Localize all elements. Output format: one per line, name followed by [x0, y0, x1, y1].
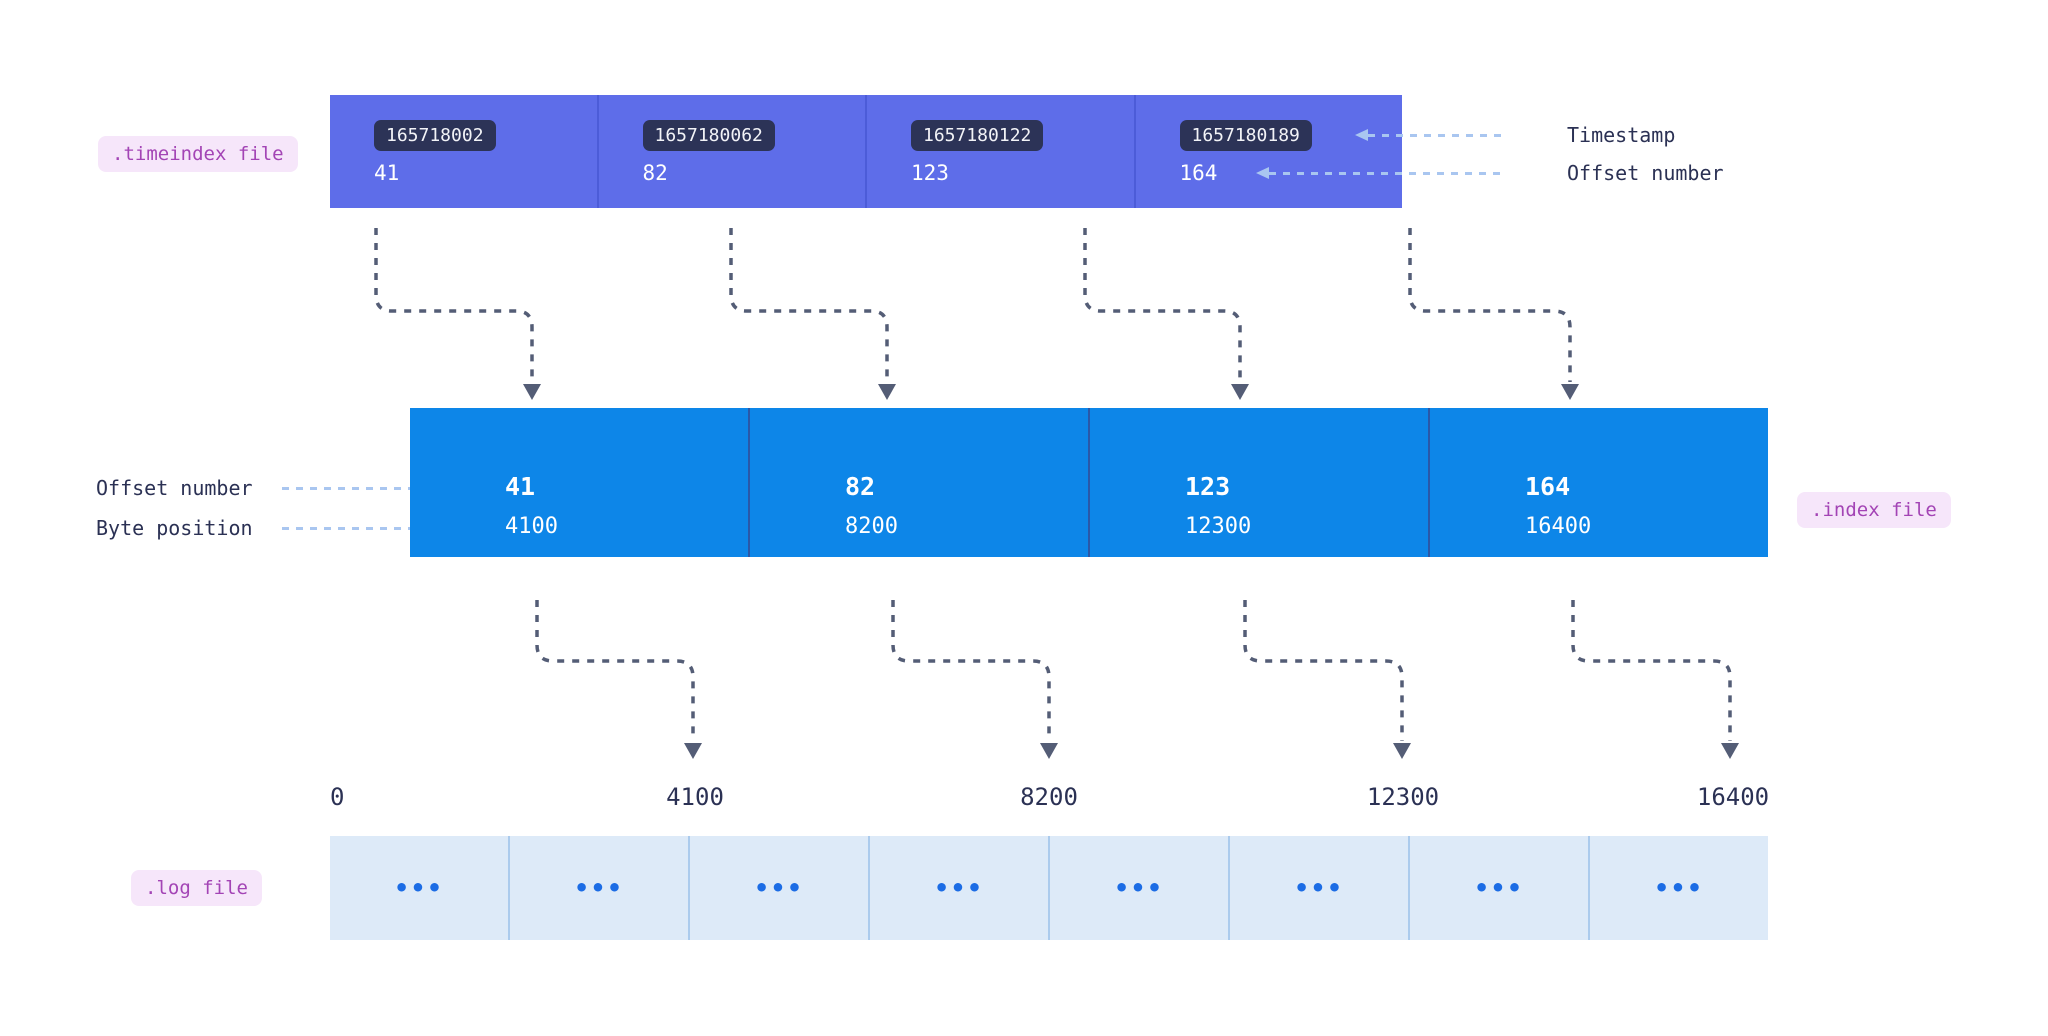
- timestamp-pointer-arrow: [1355, 129, 1507, 141]
- log-cell: •••: [1228, 836, 1408, 940]
- log-cell: •••: [1408, 836, 1588, 940]
- scale-label-16400: 16400: [1696, 783, 1770, 811]
- ellipsis-dots: •••: [1114, 874, 1164, 902]
- byte-position-label: Byte position: [96, 516, 253, 540]
- dashed-line: [1269, 171, 1507, 175]
- offset-number-left-label: Offset number: [96, 476, 253, 500]
- index-offset: 82: [845, 472, 876, 501]
- log-cell: •••: [330, 836, 508, 940]
- ellipsis-dots: •••: [574, 874, 624, 902]
- scale-label-8200: 8200: [1020, 783, 1078, 811]
- index-entry: 82 8200: [748, 408, 1088, 557]
- timeindex-entry: 1657180189 164: [1133, 95, 1403, 208]
- log-band: ••• ••• ••• ••• ••• ••• ••• •••: [330, 836, 1768, 940]
- arrow-left-icon: [1355, 129, 1368, 141]
- index-entry: 41 4100: [410, 408, 748, 557]
- log-cell: •••: [868, 836, 1048, 940]
- timeindex-file-label: .timeindex file: [98, 136, 298, 172]
- ellipsis-dots: •••: [394, 874, 444, 902]
- timeindex-entry: 165718002 41: [330, 95, 597, 208]
- timeindex-offset: 164: [1179, 161, 1218, 185]
- log-cell: •••: [1588, 836, 1768, 940]
- timeindex-offset: 123: [911, 161, 949, 185]
- ellipsis-dots: •••: [1474, 874, 1524, 902]
- ellipsis-dots: •••: [934, 874, 984, 902]
- index-byte-position: 8200: [845, 514, 898, 539]
- timestamp-badge: 1657180062: [642, 120, 775, 151]
- ellipsis-dots: •••: [1294, 874, 1344, 902]
- arrow-left-icon: [1256, 167, 1269, 179]
- scale-label-0: 0: [330, 783, 345, 811]
- timestamp-legend-label: Timestamp: [1567, 123, 1676, 147]
- offset-number-pointer-arrow: [1256, 167, 1507, 179]
- timeindex-offset: 41: [374, 161, 400, 185]
- timeindex-entry: 1657180062 82: [596, 95, 866, 208]
- scale-label-12300: 12300: [1366, 783, 1440, 811]
- index-byte-position: 12300: [1185, 514, 1252, 539]
- timestamp-badge: 165718002: [374, 120, 496, 151]
- index-offset: 123: [1185, 472, 1231, 501]
- timeindex-band: 165718002 41 1657180062 82 1657180122 12…: [330, 95, 1402, 208]
- timestamp-badge: 1657180189: [1179, 120, 1312, 151]
- ellipsis-dots: •••: [754, 874, 804, 902]
- scale-label-4100: 4100: [666, 783, 724, 811]
- index-entry: 123 12300: [1088, 408, 1428, 557]
- log-file-label: .log file: [131, 870, 262, 906]
- timeindex-entry: 1657180122 123: [865, 95, 1134, 208]
- index-file-label: .index file: [1797, 492, 1951, 528]
- log-cell: •••: [1048, 836, 1228, 940]
- index-band: 41 4100 82 8200 123 12300 164 16400: [410, 408, 1768, 557]
- offset-number-legend-label: Offset number: [1567, 161, 1724, 185]
- dashed-line: [282, 526, 460, 530]
- dashed-line: [1368, 133, 1507, 137]
- timestamp-badge: 1657180122: [911, 120, 1044, 151]
- index-offset: 41: [505, 472, 536, 501]
- index-entry: 164 16400: [1428, 408, 1768, 557]
- index-offset: 164: [1525, 472, 1571, 501]
- timeindex-offset: 82: [642, 161, 668, 185]
- index-byte-position: 4100: [505, 514, 558, 539]
- dashed-line: [282, 486, 460, 490]
- ellipsis-dots: •••: [1654, 874, 1704, 902]
- log-cell: •••: [508, 836, 688, 940]
- index-byte-position: 16400: [1525, 514, 1592, 539]
- log-cell: •••: [688, 836, 868, 940]
